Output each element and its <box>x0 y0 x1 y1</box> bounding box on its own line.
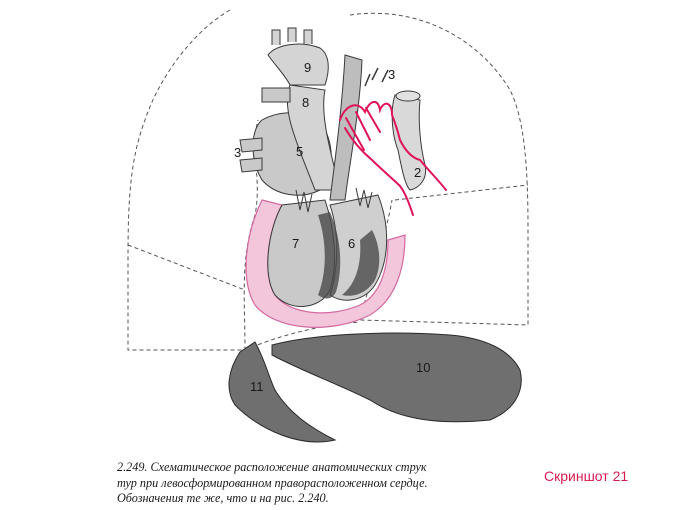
caption-line-1: 2.249. Схематическое расположение анатом… <box>117 460 427 474</box>
label-5: 5 <box>296 144 303 159</box>
vessels-3-right <box>364 67 389 87</box>
vessel-2 <box>391 94 427 191</box>
label-6: 6 <box>348 236 355 251</box>
left-lung-outline <box>127 9 259 351</box>
caption-line-3: Обозначения те же, что и на рис. 2.240. <box>117 491 329 506</box>
label-7: 7 <box>292 236 299 251</box>
label-9: 9 <box>304 60 311 75</box>
label-2: 2 <box>414 165 421 180</box>
label-8: 8 <box>302 95 309 110</box>
vein-left <box>239 137 263 173</box>
arch-9 <box>267 43 329 86</box>
valve-right <box>355 187 373 209</box>
hand-annotation <box>339 101 447 216</box>
screenshot-label: Скриншот 21 <box>544 468 629 484</box>
organ-11 <box>228 341 337 443</box>
arch-vessels <box>271 27 313 45</box>
right-lung-lower <box>394 184 529 201</box>
chamber-shadow-2 <box>342 230 380 296</box>
label-10: 10 <box>416 360 430 375</box>
pulmonary-trunk <box>261 87 291 103</box>
label-3-right: 3 <box>388 67 395 82</box>
chamber-shadow <box>318 212 341 299</box>
left-lung-lower <box>127 244 246 291</box>
vessel-2-top <box>395 90 421 102</box>
central-vessel <box>329 54 363 201</box>
label-3-left: 3 <box>234 145 241 160</box>
figure-caption: 2.249. Схематическое расположение анатом… <box>117 460 517 507</box>
label-11: 11 <box>250 379 264 394</box>
caption-line-2: тур при левосформированном праворасполож… <box>117 475 428 490</box>
organ-10 <box>271 332 522 423</box>
valve-left <box>295 189 313 213</box>
